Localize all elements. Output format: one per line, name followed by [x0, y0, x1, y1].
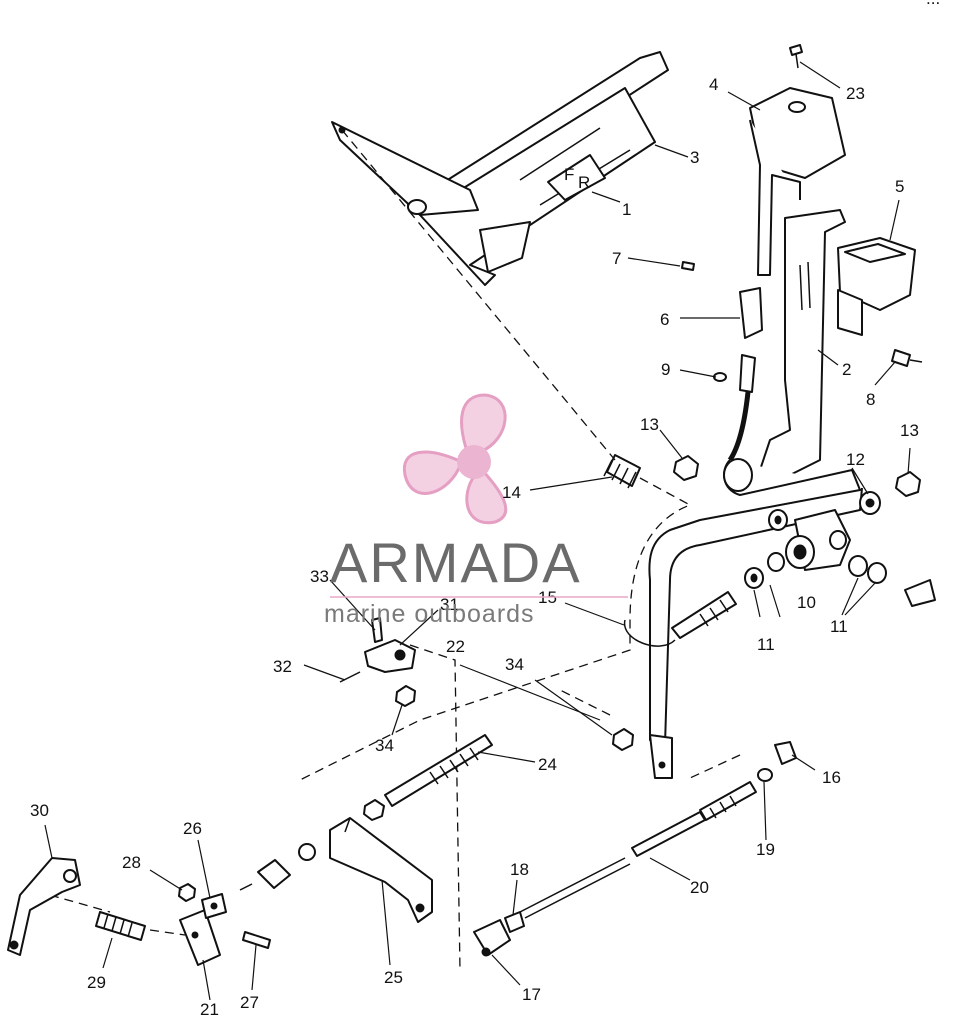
callout-22: 22	[446, 637, 465, 656]
nut-28	[178, 883, 196, 902]
callout-27: 27	[240, 993, 259, 1012]
callout-25: 25	[384, 968, 403, 987]
threaded-rod-24	[363, 734, 493, 821]
callout-11-left: 11	[757, 635, 775, 654]
wire-loop-15	[624, 619, 676, 647]
callout-11-right: 11	[830, 617, 848, 636]
cam-plate-21	[179, 909, 221, 966]
callout-10: 10	[797, 593, 816, 612]
screw-7	[681, 261, 695, 271]
callout-12: 12	[846, 450, 865, 469]
callout-29: 29	[87, 973, 106, 992]
callout-6: 6	[660, 310, 669, 329]
callout-4: 4	[709, 75, 718, 94]
callout-8: 8	[866, 390, 875, 409]
callout-9: 9	[661, 360, 670, 379]
callout-24: 24	[538, 755, 557, 774]
callout-28: 28	[122, 853, 141, 872]
phantom-routing-lines	[49, 129, 741, 971]
callout-2: 2	[842, 360, 851, 379]
callout-19: 19	[756, 840, 775, 859]
block-26	[201, 893, 227, 919]
spring-29	[95, 911, 146, 941]
pivot-bushing-10	[785, 509, 851, 571]
reverse-mark: R	[578, 173, 590, 192]
linkage-rod-20	[473, 741, 797, 957]
propeller-logo-icon	[402, 393, 508, 525]
callout-3: 3	[690, 148, 699, 167]
spring-14	[603, 454, 641, 489]
callout-16: 16	[822, 768, 841, 787]
callout-5: 5	[895, 177, 904, 196]
callout-30: 30	[30, 801, 49, 820]
callout-labels: 1 2 3 4 5 6 7 8 9 10 11 11 12 13 13 14 1…	[30, 75, 919, 1017]
callout-20: 20	[690, 878, 709, 897]
shift-handle-assembly	[749, 87, 846, 276]
nut-34-left	[395, 685, 416, 707]
nut-13-left	[673, 455, 699, 481]
callout-1: 1	[622, 200, 631, 219]
main-shift-lever	[648, 458, 863, 779]
leader-lines	[44, 61, 911, 1001]
pin-and-wire-9	[713, 354, 756, 462]
nut-13-right	[895, 471, 921, 497]
callout-17: 17	[522, 985, 541, 1004]
callout-32: 32	[273, 657, 292, 676]
screw-23	[789, 44, 803, 69]
watermark-brand: ARMADA	[330, 531, 582, 594]
nut-34-right	[612, 728, 634, 751]
bolt-8	[891, 349, 923, 367]
washers-11-12	[744, 491, 887, 589]
throttle-bracket-30	[7, 857, 81, 956]
callout-13-right: 13	[900, 421, 919, 440]
mounting-bracket-25	[329, 817, 433, 923]
callout-33: 33	[310, 567, 329, 586]
callout-14: 14	[502, 483, 521, 502]
callout-13-left: 13	[640, 415, 659, 434]
callout-31: 31	[440, 595, 459, 614]
bracket-cup-5	[837, 237, 916, 336]
watermark-tagline: marine outboards	[324, 600, 535, 628]
callout-18: 18	[510, 860, 529, 879]
bracket-6	[739, 287, 763, 339]
shift-lever-arm	[759, 209, 846, 481]
control-box-housing	[331, 51, 669, 286]
callout-34-left: 34	[375, 736, 394, 755]
cam-linkage-31	[339, 617, 416, 683]
pivot-bolt-threaded	[671, 579, 936, 639]
callout-7: 7	[612, 249, 621, 268]
callout-26: 26	[183, 819, 202, 838]
rod-27	[242, 931, 271, 949]
armada-watermark: ARMADA marine outboards	[324, 531, 628, 628]
callout-34-right: 34	[505, 655, 524, 674]
page-corner-mark: ...	[926, 0, 940, 8]
callout-21: 21	[200, 1000, 219, 1017]
cable-coupling	[239, 843, 316, 891]
forward-mark: F	[564, 165, 574, 184]
forward-reverse-indicator-plate: F R	[547, 154, 606, 201]
callout-23: 23	[846, 84, 865, 103]
